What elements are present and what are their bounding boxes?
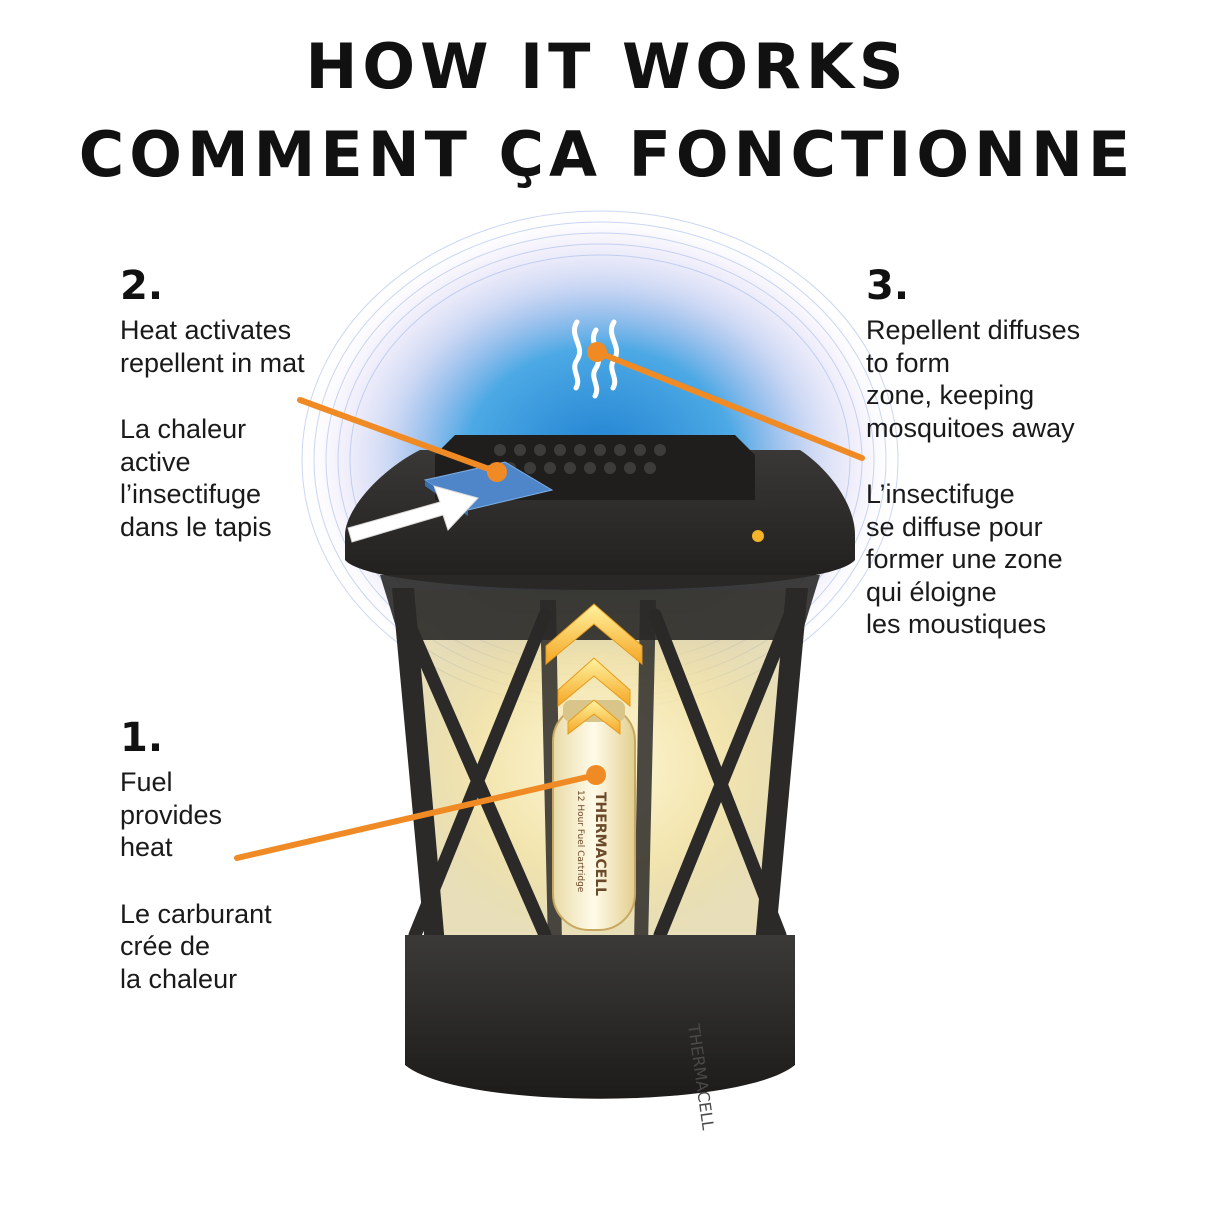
step-2-text-en: Heat activates repellent in mat — [120, 315, 305, 378]
step-3-text-fr: L’insectifuge se diffuse pour former une… — [866, 479, 1063, 639]
leader-dot-fuel — [586, 765, 606, 785]
leader-line-zone — [594, 349, 865, 461]
step-1-text-en: Fuel provides heat — [120, 767, 223, 862]
step-2: 2. Heat activates repellent in mat La ch… — [120, 266, 305, 543]
insert-arrow-icon — [347, 485, 479, 543]
step-2-number: 2. — [120, 263, 164, 309]
step-3: 3. Repellent diffuses to form zone, keep… — [866, 266, 1080, 641]
cartridge-label: 12 Hour Fuel Cartridge — [575, 790, 585, 893]
step-2-text-fr: La chaleur active l’insectifuge dans le … — [120, 414, 272, 542]
step-1-text-fr: Le carburant crée de la chaleur — [120, 898, 272, 994]
step-1-number: 1. — [120, 715, 164, 761]
leader-line-mat — [297, 397, 500, 475]
leader-lines — [234, 342, 865, 861]
step-3-text-en: Repellent diffuses to form zone, keeping… — [866, 315, 1081, 443]
cartridge-brand: THERMACELL — [592, 792, 608, 896]
title-english: HOW IT WORKS — [305, 30, 909, 103]
leader-line-fuel — [234, 772, 599, 861]
fuel-cartridge: THERMACELL 12 Hour Fuel Cartridge — [552, 700, 636, 931]
step-1: 1. Fuel provides heat Le carburant crée … — [120, 718, 272, 995]
leader-dot-mat — [487, 462, 507, 482]
heat-chevrons-icon — [545, 603, 643, 736]
indicator-light — [752, 530, 764, 542]
step-3-number: 3. — [866, 263, 910, 309]
title-french: COMMENT ÇA FONCTIONNE — [78, 118, 1136, 191]
leader-dot-zone — [587, 342, 607, 362]
